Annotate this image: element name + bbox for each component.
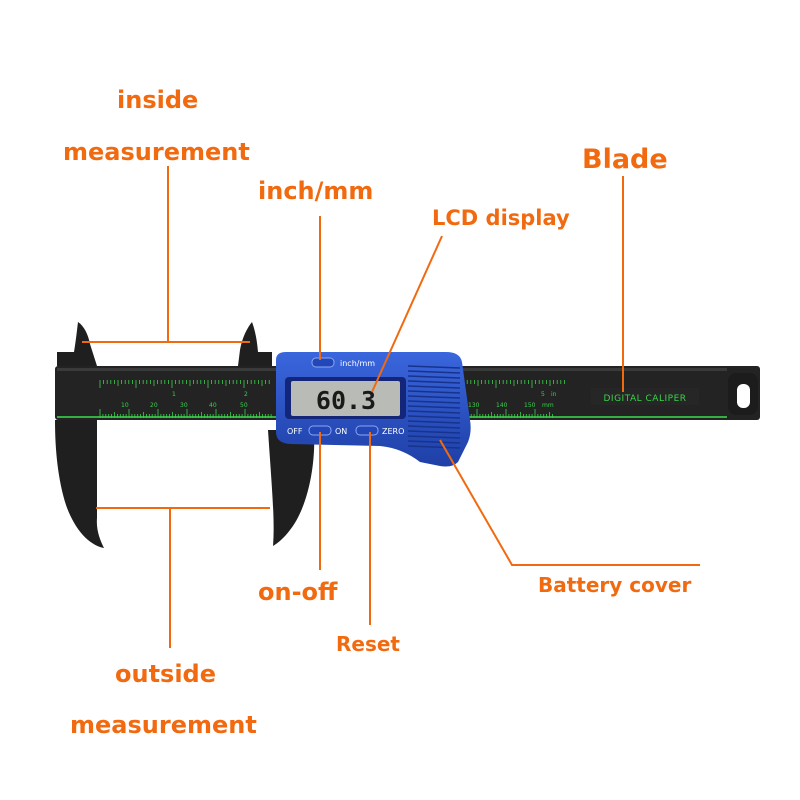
battery-cover-rib — [407, 415, 461, 419]
zero-button-icon[interactable] — [355, 425, 379, 436]
battery-cover-rib — [407, 395, 461, 399]
inside-measurement-label-line2: measurement — [63, 138, 250, 166]
zero-label: ZERO — [382, 427, 404, 436]
battery-cover — [407, 365, 461, 449]
scale-inch-label-5: 5 — [541, 391, 545, 398]
scale-inch-label-2: 2 — [244, 391, 248, 398]
battery-cover-rib — [407, 425, 461, 429]
battery-cover-rib — [407, 370, 461, 374]
sliding-inside-jaw — [238, 322, 272, 366]
lcd-display-label: LCD display — [432, 206, 570, 230]
fixed-inside-jaw — [57, 322, 97, 366]
blade-label: Blade — [582, 144, 668, 175]
battery-cover-rib — [407, 390, 461, 394]
beam-hang-hole — [737, 384, 750, 408]
sliding-outside-jaw — [268, 430, 315, 546]
scale-label-20: 20 — [150, 402, 158, 409]
battery-cover-rib — [407, 445, 461, 449]
scale-label-50: 50 — [240, 402, 248, 409]
battery-cover-rib — [407, 380, 461, 384]
scale-inch-label-1: 1 — [172, 391, 176, 398]
battery-cover-rib — [407, 410, 461, 414]
blade-label-plate — [591, 388, 699, 405]
inch-mm-label: inch/mm — [258, 177, 374, 205]
inside-measurement-label-line1: inside — [117, 86, 199, 114]
battery-cover-rib — [407, 365, 461, 369]
inch-mm-button-icon[interactable] — [311, 357, 335, 368]
battery-cover-rib — [407, 435, 461, 439]
battery-cover-rib — [407, 405, 461, 409]
battery-cover-rib — [407, 385, 461, 389]
battery-cover-leader — [439, 439, 700, 566]
on-label: ON — [335, 427, 347, 436]
inch-mm-button-label: inch/mm — [340, 359, 375, 368]
battery-cover-rib — [407, 440, 461, 444]
scale-label-140: 140 — [496, 402, 508, 409]
scale-labels: 10 20 30 40 50 130 140 150 mm 1 2 5 in D… — [121, 388, 699, 409]
outside-measurement-label-line2: measurement — [70, 711, 257, 739]
scale-label-130: 130 — [468, 402, 480, 409]
blade-text: DIGITAL CALIPER — [603, 394, 686, 404]
off-label: OFF — [287, 427, 303, 436]
battery-cover-label: Battery cover — [538, 573, 692, 597]
scale-unit-mm: mm — [542, 402, 554, 409]
slider-head: 60.3 inch/mm OFF ON ZERO — [276, 352, 471, 467]
lcd-reading: 60.3 — [316, 386, 376, 415]
scale-label-30: 30 — [180, 402, 188, 409]
fixed-outside-jaw — [55, 420, 104, 548]
outside-measurement-label-line1: outside — [115, 660, 217, 688]
scale-label-40: 40 — [209, 402, 217, 409]
lcd-leader — [371, 235, 443, 393]
scale-label-10: 10 — [121, 402, 129, 409]
scale-label-150: 150 — [524, 402, 536, 409]
leader-lines — [82, 166, 700, 648]
battery-cover-rib — [407, 430, 461, 434]
battery-cover-rib — [407, 420, 461, 424]
battery-cover-rib — [407, 400, 461, 404]
battery-cover-rib — [407, 375, 461, 379]
on-off-label: on-off — [258, 578, 338, 606]
scale-unit-in: in — [551, 391, 557, 398]
reset-label: Reset — [336, 632, 400, 656]
